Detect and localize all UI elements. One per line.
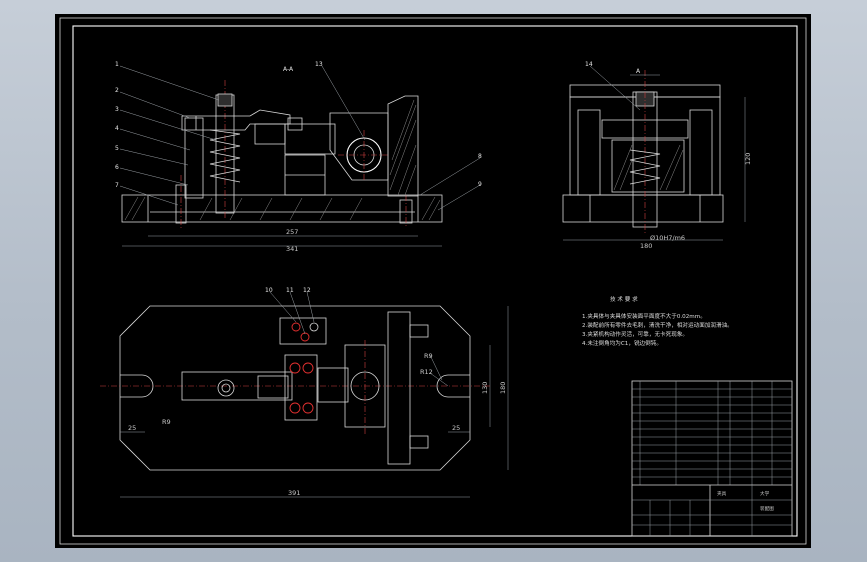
section-label: A-A	[283, 66, 294, 73]
side-view	[562, 65, 746, 241]
plan-base-outline	[119, 305, 471, 471]
dim-r12: R12	[420, 368, 433, 376]
dim-r9-left: R9	[162, 418, 171, 426]
dim-180-plan: 180	[499, 382, 507, 394]
part-number-1: 1	[115, 61, 119, 68]
title-block	[631, 380, 793, 537]
dim-130: 130	[481, 382, 489, 394]
part-number-14: 14	[585, 61, 593, 68]
part-number-7: 7	[115, 182, 119, 189]
plan-push-rod	[181, 371, 293, 401]
title-block-school: 大学	[760, 490, 770, 497]
dim-391: 391	[288, 489, 300, 497]
base-plate	[121, 194, 443, 223]
part-number-11: 11	[286, 287, 294, 294]
title-block-name: 夹具	[717, 490, 727, 497]
tech-note-4: 4.未注倒角均为C1，锐边倒钝。	[582, 339, 662, 347]
part-number-10: 10	[265, 287, 273, 294]
top-small-block	[279, 317, 327, 345]
tech-requirements-title: 技 术 要 求	[610, 295, 638, 303]
tech-note-2: 2.装配前所有零件去毛刺，清洗干净，相对运动面加润滑油。	[582, 321, 733, 329]
plan-upright	[387, 311, 411, 465]
dim-120-side: 120	[744, 153, 752, 165]
part-number-3: 3	[115, 106, 119, 113]
dim-r9-right: R9	[424, 352, 433, 360]
dim-180-side: 180	[640, 242, 652, 250]
v-block	[329, 112, 389, 181]
tech-note-1: 1.夹具体与夹具体安装面平面度不大于0.02mm。	[582, 312, 706, 320]
dim-25-right: 25	[452, 424, 460, 432]
inner-frame	[72, 25, 798, 537]
front-section-view	[119, 65, 481, 247]
part-number-6: 6	[115, 164, 119, 171]
part-number-8: 8	[478, 153, 482, 160]
part-number-2: 2	[115, 87, 119, 94]
dim-257: 257	[286, 228, 298, 236]
left-post	[184, 117, 204, 199]
dim-25-left: 25	[128, 424, 136, 432]
outer-border	[59, 17, 807, 545]
part-number-5: 5	[115, 145, 119, 152]
part-number-13: 13	[315, 61, 323, 68]
tech-note-3: 3.夹紧机构动作灵活，可靠，无卡死现象。	[582, 330, 688, 338]
dim-341: 341	[286, 245, 298, 253]
view-arrow-label: A	[636, 68, 641, 75]
part-number-12: 12	[303, 287, 311, 294]
title-block-drawing-no: 装配图	[760, 505, 774, 512]
plan-view	[100, 291, 509, 498]
drawing-sheet	[55, 14, 811, 548]
part-number-4: 4	[115, 125, 119, 132]
part-number-9: 9	[478, 181, 482, 188]
dim-fit: Ø10H7/m6	[650, 234, 685, 242]
clamp-block	[284, 354, 318, 421]
upright-support	[387, 95, 419, 197]
